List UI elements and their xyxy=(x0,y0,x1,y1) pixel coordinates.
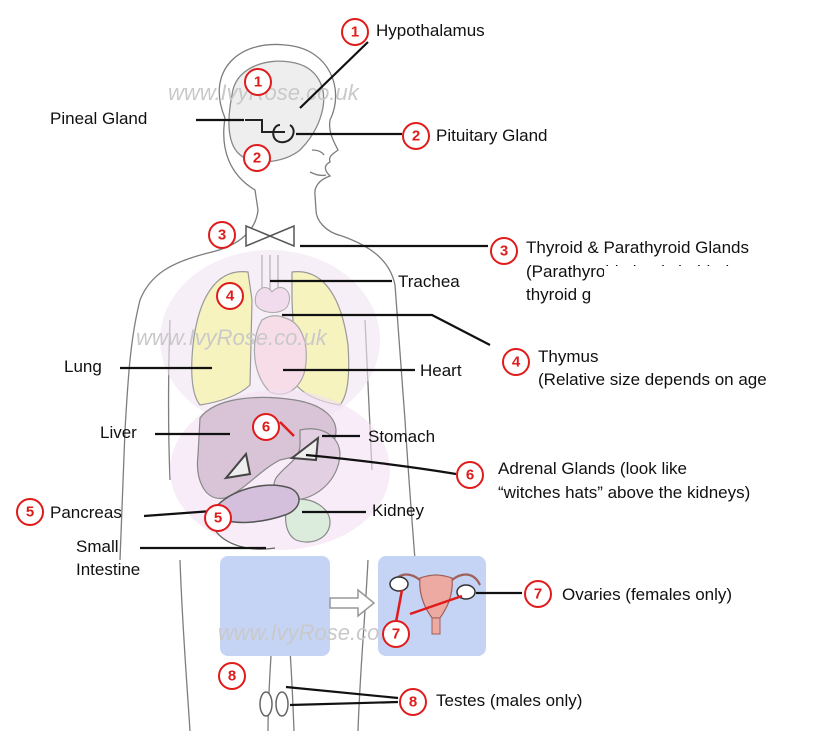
svg-text:6: 6 xyxy=(466,467,474,484)
marker-2-brain: 2 xyxy=(244,145,270,171)
svg-text:5: 5 xyxy=(26,504,34,521)
label-adrenal-note: “witches hats” above the kidneys) xyxy=(498,483,750,502)
watermark-middle: www.IvyRose.co.uk xyxy=(136,325,328,350)
marker-4-label: 4 xyxy=(503,349,529,375)
svg-text:2: 2 xyxy=(253,150,261,167)
testis-right xyxy=(276,692,288,716)
testis-left xyxy=(260,692,272,716)
label-thyroid-title: Thyroid & Parathyroid Glands xyxy=(526,238,749,257)
marker-3-body: 3 xyxy=(209,222,235,248)
label-ovaries: Ovaries (females only) xyxy=(562,585,732,604)
marker-1-brain: 1 xyxy=(245,69,271,95)
marker-2-label: 2 xyxy=(403,123,429,149)
thyroid-shape xyxy=(246,226,294,246)
thymus-shape xyxy=(255,288,289,313)
arrow-icon xyxy=(330,590,374,616)
label-testes: Testes (males only) xyxy=(436,691,582,710)
marker-5-label: 5 xyxy=(17,499,43,525)
svg-text:2: 2 xyxy=(412,128,420,145)
label-stomach: Stomach xyxy=(368,427,435,446)
marker-1-label: 1 xyxy=(342,19,368,45)
label-thymus-note: (Relative size depends on age xyxy=(538,370,767,389)
svg-text:6: 6 xyxy=(262,419,270,436)
svg-text:8: 8 xyxy=(228,668,236,685)
svg-text:4: 4 xyxy=(512,354,521,371)
label-pineal-gland: Pineal Gland xyxy=(50,109,147,128)
marker-8-label: 8 xyxy=(400,689,426,715)
marker-6-body: 6 xyxy=(253,414,279,440)
label-liver: Liver xyxy=(100,423,137,442)
svg-text:3: 3 xyxy=(218,227,226,244)
text-mask xyxy=(604,266,794,308)
marker-5-body: 5 xyxy=(205,505,231,531)
label-lung: Lung xyxy=(64,357,102,376)
label-thymus-title: Thymus xyxy=(538,347,598,366)
label-trachea: Trachea xyxy=(398,272,460,291)
marker-7-label: 7 xyxy=(525,581,551,607)
watermark-bottom: www.IvyRose.co.uk xyxy=(218,620,410,645)
marker-7-panel: 7 xyxy=(383,621,409,647)
label-heart: Heart xyxy=(420,361,462,380)
svg-text:8: 8 xyxy=(409,694,417,711)
marker-4-body: 4 xyxy=(217,283,243,309)
svg-text:1: 1 xyxy=(254,74,262,91)
svg-text:3: 3 xyxy=(500,243,508,260)
label-pancreas: Pancreas xyxy=(50,503,122,522)
svg-text:4: 4 xyxy=(226,288,235,305)
ovary-left xyxy=(390,577,408,591)
label-small-intestine-2: Intestine xyxy=(76,560,140,579)
svg-text:1: 1 xyxy=(351,24,359,41)
brain xyxy=(229,61,324,162)
svg-text:7: 7 xyxy=(392,626,400,643)
marker-8-body: 8 xyxy=(219,663,245,689)
label-hypothalamus: Hypothalamus xyxy=(376,21,485,40)
marker-3-label: 3 xyxy=(491,238,517,264)
label-kidney: Kidney xyxy=(372,501,424,520)
svg-text:7: 7 xyxy=(534,586,542,603)
label-thyroid-note-2: thyroid g xyxy=(526,285,591,304)
marker-6-label: 6 xyxy=(457,462,483,488)
svg-text:5: 5 xyxy=(214,510,222,527)
label-small-intestine-1: Small xyxy=(76,537,119,556)
label-pituitary-gland: Pituitary Gland xyxy=(436,126,548,145)
label-adrenal-title: Adrenal Glands (look like xyxy=(498,459,687,478)
